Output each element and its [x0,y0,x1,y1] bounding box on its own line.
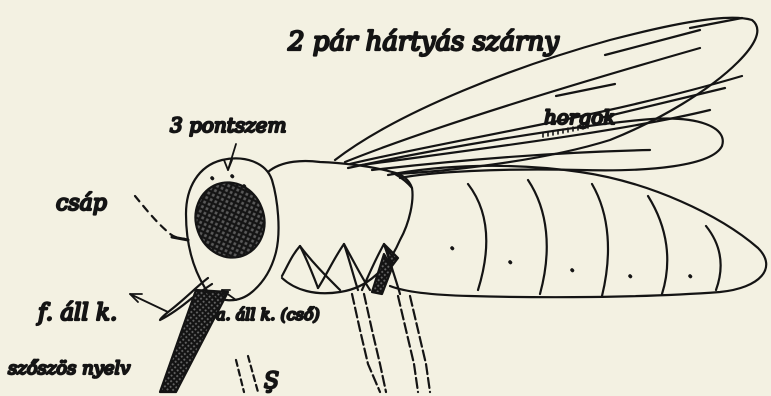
label-antenna: csáp [56,191,107,216]
head [185,158,278,300]
label-hooks: horgok [544,105,615,129]
pointer-mandible [130,294,168,312]
label-wings: 2 pár hártyás szárny [287,27,559,57]
abdomen [388,166,766,297]
pointer-ocelli [224,144,236,170]
hindwing [348,119,723,178]
compound-eye [185,173,275,268]
label-glyph: Ş [264,369,279,394]
antenna [135,196,188,240]
label-upper-jaw: f. áll k. [36,300,117,326]
label-lower-jaw: a. áll k. (cső) [216,305,320,324]
label-tongue: szőszös nyelv [8,358,130,379]
abdomen-spiracles [452,248,691,277]
label-ocelli: 3 pontszem [170,113,286,137]
